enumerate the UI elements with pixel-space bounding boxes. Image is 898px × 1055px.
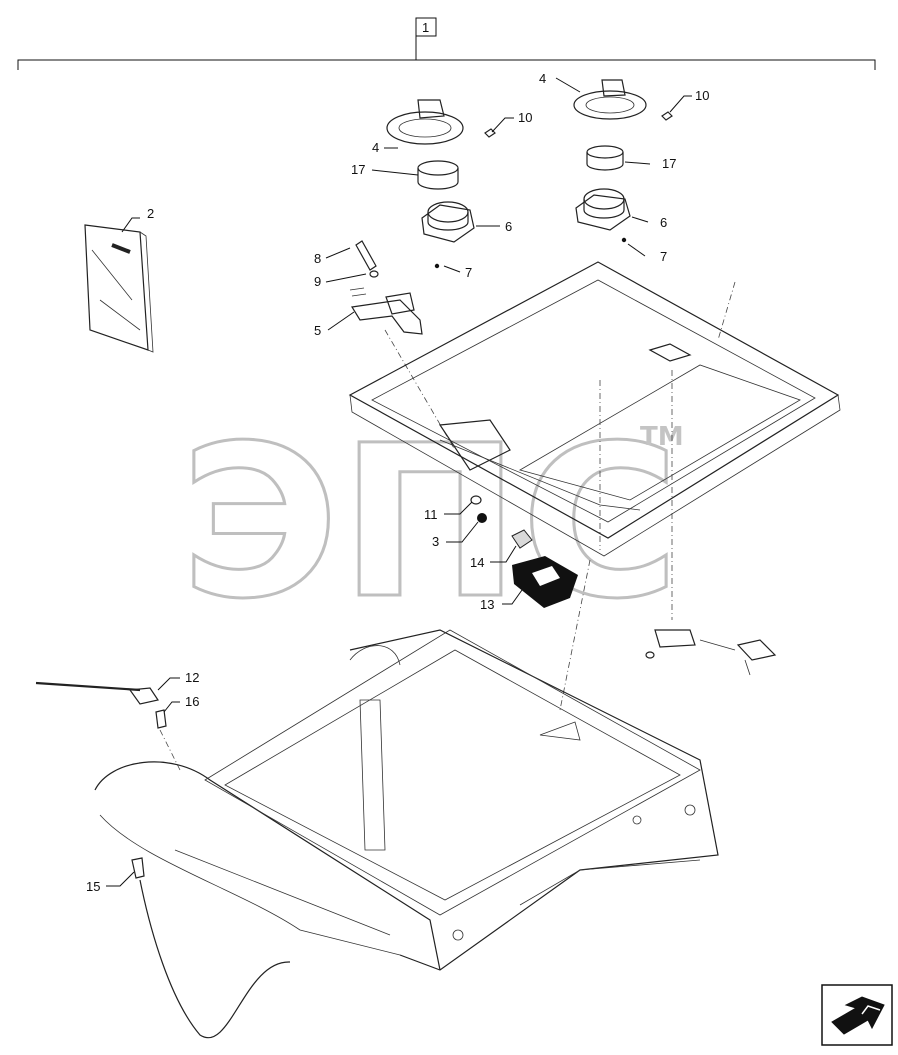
callout-7-left: 7	[465, 265, 472, 280]
callout-15: 15	[86, 879, 100, 894]
callout-5: 5	[314, 323, 321, 338]
group-bracket: 1	[17, 17, 876, 70]
callout-17-left: 17	[351, 162, 365, 177]
callout-13: 13	[480, 597, 494, 612]
callout-6-right: 6	[660, 215, 667, 230]
callout-10-left: 10	[518, 110, 532, 125]
group-label: 1	[422, 20, 429, 35]
operator-manual	[84, 217, 154, 353]
callout-4-left: 4	[372, 140, 379, 155]
antenna-cable	[106, 857, 291, 1039]
watermark-trademark: TM	[640, 422, 684, 452]
watermark: ЭПС TM	[179, 399, 684, 647]
speaker-assembly-left	[371, 99, 514, 273]
callout-11: 11	[424, 507, 438, 522]
watermark-text: ЭПС	[180, 400, 680, 645]
callout-9: 9	[314, 274, 321, 289]
arrow-back-icon	[831, 996, 885, 1035]
callout-2: 2	[147, 206, 154, 221]
wiring-connectors	[645, 629, 777, 676]
callout-labels: 2 3 4 4 5 6 6 7 7 8 9 10 10 11 12 13 14 …	[86, 71, 709, 894]
antenna	[35, 677, 181, 771]
callout-16: 16	[185, 694, 199, 709]
cab-frame	[94, 629, 719, 971]
callout-3: 3	[432, 534, 439, 549]
back-arrow-button[interactable]	[821, 984, 893, 1046]
roof-panel	[348, 261, 841, 711]
callout-14: 14	[470, 555, 484, 570]
callout-10-right: 10	[695, 88, 709, 103]
callout-8: 8	[314, 251, 321, 266]
callout-7-right: 7	[660, 249, 667, 264]
callout-4-right: 4	[539, 71, 546, 86]
callout-6-left: 6	[505, 219, 512, 234]
callout-17-right: 17	[662, 156, 676, 171]
callout-12: 12	[185, 670, 199, 685]
speaker-assembly-right	[555, 77, 692, 257]
dome-light-parts	[444, 495, 578, 608]
mounting-bracket	[325, 240, 456, 451]
